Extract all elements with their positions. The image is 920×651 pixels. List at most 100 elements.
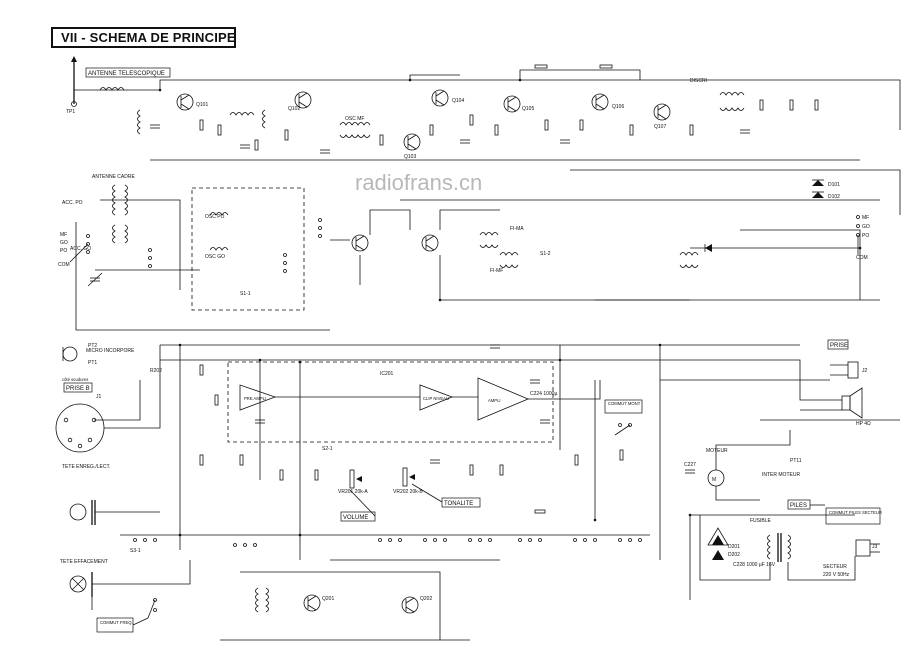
j2-label: J2	[862, 368, 868, 374]
c227-label: C227	[684, 462, 696, 468]
pt11-label: PT11	[790, 458, 802, 464]
q106-label: Q106	[612, 104, 624, 110]
prise-b-box	[63, 382, 93, 393]
antenne-cadre-label: ANTENNE CADRE	[92, 174, 135, 180]
tp1-label: TP1	[66, 109, 75, 115]
function-switches	[133, 538, 642, 547]
erase-osc-coil	[255, 587, 269, 613]
q201-transistor	[303, 594, 321, 612]
if-transformers	[479, 232, 699, 268]
commut-freq-label: COMMUT FREQ.	[100, 620, 133, 625]
tonalite-box	[441, 497, 481, 508]
volume-label: VOLUME	[343, 515, 368, 521]
motor: M	[707, 469, 725, 487]
mf-out-label: MF	[862, 215, 869, 221]
po-sw-label: PO	[60, 248, 67, 254]
com-sw-label: COM	[58, 262, 70, 268]
q106-transistor	[591, 93, 609, 111]
s1-2-label: S1-2	[540, 251, 551, 257]
pt1-label: PT1	[88, 360, 97, 366]
antenna-tele-box	[85, 67, 171, 78]
ic201-label: IC201	[380, 371, 394, 377]
prise-box	[827, 339, 849, 350]
d102-label: D102	[828, 194, 840, 200]
ac-plug	[855, 539, 880, 557]
j3-label: J3	[872, 544, 878, 550]
osc-po-label: OSC PO	[205, 214, 225, 220]
speaker	[841, 387, 863, 419]
micro-label: MICRO INCORPORE	[86, 348, 135, 354]
fi-mf-label: FI-MF	[490, 268, 503, 274]
piles-box	[787, 499, 811, 510]
commut-piles-secteur-label: COMMUT PILES SECTEUR	[829, 510, 882, 515]
c224-label: C224 1000µ	[530, 391, 557, 397]
ic201-box	[227, 361, 554, 443]
clip-label: CLIP NIVEAU	[423, 396, 449, 401]
q103-label: Q103	[404, 154, 416, 160]
piles-label: PILES	[790, 503, 807, 509]
q107-transistor	[653, 103, 671, 121]
tete-enreg-label: TETE ENREG./LECT.	[62, 464, 110, 470]
q102-transistor	[294, 91, 312, 109]
commut-freq-switch	[147, 598, 157, 619]
volume-pot	[349, 469, 362, 489]
osc-mf-label: OSC MF	[345, 116, 364, 122]
inter-moteur-label: INTER MOTEUR	[762, 472, 800, 478]
mixer-transistors	[351, 234, 439, 252]
secteur-v-label: 220 V 50Hz	[823, 572, 850, 578]
page-title: VII - SCHEMA DE PRINCIPE	[51, 27, 236, 48]
junction-dots	[158, 78, 862, 537]
variable-cap	[87, 272, 103, 287]
audio-passives	[199, 344, 695, 514]
tonalite-label: TONALITE	[444, 501, 473, 507]
q202-label: Q202	[420, 596, 432, 602]
ampli-triangle	[477, 377, 530, 421]
com-out-label: COM	[856, 255, 868, 261]
commut-piles-secteur-box	[825, 507, 881, 525]
q101-transistor	[176, 93, 194, 111]
tone-pot	[402, 467, 415, 487]
q104-transistor	[431, 89, 449, 107]
vr202-label: VR202 20k-B	[393, 489, 423, 495]
erase-head	[69, 572, 93, 597]
s2-1-label: S2-1	[322, 446, 333, 452]
micro-incorpore	[62, 346, 78, 362]
bridge-rectifier	[707, 527, 729, 560]
commut-mont-box	[604, 399, 643, 414]
mf-sw-label: MF	[60, 232, 67, 238]
q101-label: Q101	[196, 102, 208, 108]
go-out-label: GO	[862, 224, 870, 230]
c228-label: C228 1000 µF 16V	[733, 562, 776, 568]
d201-label: D201	[728, 544, 740, 550]
antenna-tele-label: ANTENNE TELESCOPIQUE	[88, 71, 165, 77]
q105-transistor	[503, 95, 521, 113]
tete-eff-label: TETE EFFACEMENT	[60, 559, 108, 565]
q107-label: Q107	[654, 124, 666, 130]
commut-mont-label: COMMUT MONT	[608, 401, 641, 406]
din-jack	[55, 403, 105, 453]
fi-ma-label: FI-MA	[510, 226, 524, 232]
q104-label: Q104	[452, 98, 464, 104]
prise-b-label: PRISE B	[66, 386, 90, 392]
top-passives	[150, 64, 819, 154]
headphone-jack	[830, 361, 859, 379]
preamp-triangle	[239, 384, 277, 411]
j1-label: J1	[96, 394, 102, 400]
q103-transistor	[403, 133, 421, 151]
pt2-label: PT2	[88, 343, 97, 349]
ampli-label: AMPLI	[488, 398, 501, 403]
watermark: radiofrans.cn	[355, 170, 482, 195]
power-transformer	[767, 533, 791, 562]
osc-dashed-box	[191, 187, 305, 311]
po-out-label: PO	[862, 233, 869, 239]
d202-label: D202	[728, 552, 740, 558]
preamp-label: PRE AMPLI	[244, 396, 266, 401]
r202-label: R202	[150, 368, 162, 374]
clip-triangle	[419, 384, 454, 411]
go-sw-label: GO	[60, 240, 68, 246]
commut-mont-switch	[614, 423, 632, 436]
s1-1-label: S1-1	[240, 291, 251, 297]
discri-label: DISCRI	[690, 78, 707, 84]
